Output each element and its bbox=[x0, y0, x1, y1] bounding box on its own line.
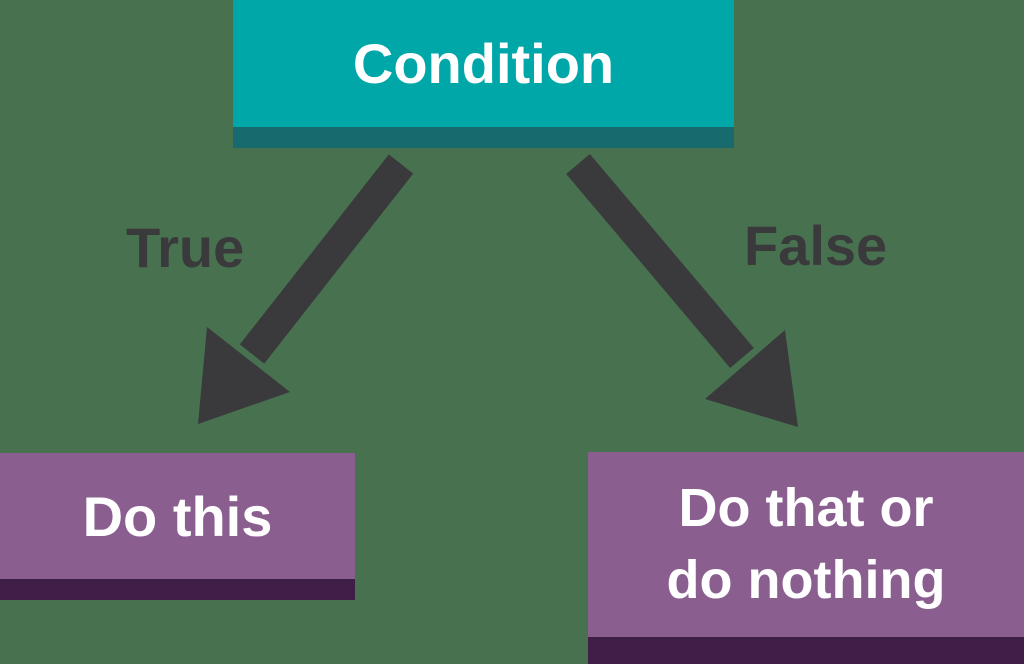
do-that-node: Do that or do nothing bbox=[588, 452, 1024, 664]
condition-shadow-strip bbox=[233, 127, 734, 148]
do-that-label-line1: Do that or bbox=[678, 478, 934, 539]
do-that-label: Do that or do nothing bbox=[588, 452, 1024, 637]
false-arrow bbox=[566, 153, 798, 427]
do-this-node: Do this bbox=[0, 453, 355, 600]
false-branch-label: False bbox=[744, 214, 888, 277]
do-this-label: Do this bbox=[0, 453, 355, 579]
true-branch-label: True bbox=[126, 216, 245, 279]
condition-node: Condition bbox=[233, 0, 734, 148]
do-that-label-line2: do nothing bbox=[666, 549, 946, 610]
do-this-shadow-strip bbox=[0, 579, 355, 600]
condition-label: Condition bbox=[233, 0, 734, 127]
true-arrow bbox=[198, 154, 414, 424]
do-that-shadow-strip bbox=[588, 637, 1024, 664]
